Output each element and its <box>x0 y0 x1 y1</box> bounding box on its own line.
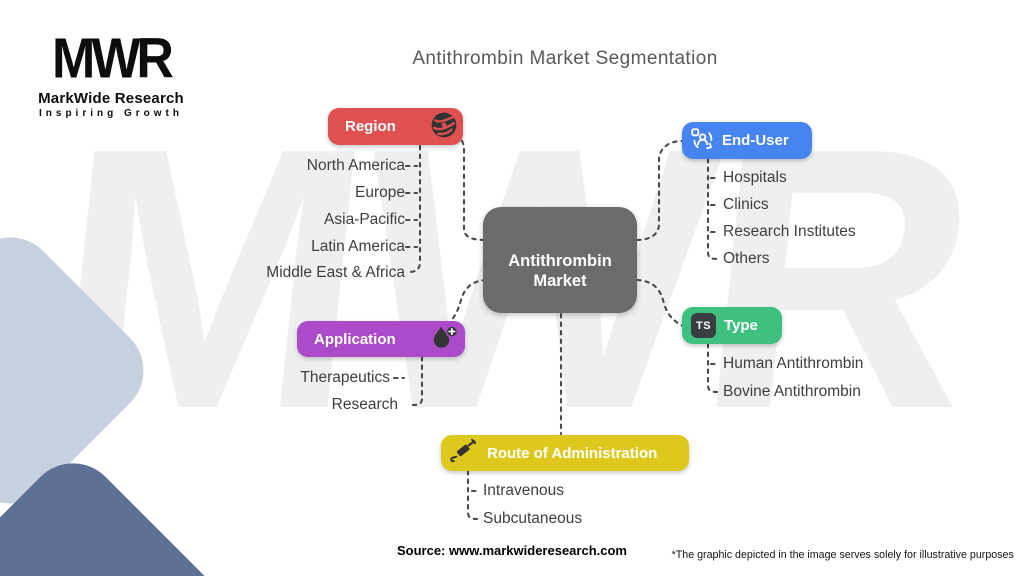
disclaimer-text: *The graphic depicted in the image serve… <box>671 549 1014 561</box>
source-text: Source: www.markwideresearch.com <box>396 543 627 558</box>
type-item: Human Antithrombin <box>723 355 864 372</box>
region-item: Latin America <box>311 238 405 255</box>
end-user-item: Others <box>723 250 770 267</box>
branch-label-application: Application <box>314 330 396 348</box>
branch-node-type: TS Type <box>682 307 782 344</box>
region-item: Middle East & Africa <box>266 264 405 281</box>
droplet-plus-icon <box>429 323 460 356</box>
region-item: Europe <box>355 184 405 201</box>
markwide-logo: MWR MarkWide Research Inspiring Growth <box>33 27 189 119</box>
route-item: Intravenous <box>483 482 564 499</box>
end-user-item: Hospitals <box>723 169 787 186</box>
syringe-icon <box>449 437 479 469</box>
branch-label-type: Type <box>724 317 758 334</box>
branch-node-region: Region <box>328 108 463 145</box>
page-title: Antithrombin Market Segmentation <box>412 48 718 69</box>
branch-node-route-of-administration: Route of Administration <box>441 435 689 471</box>
logo-name: MarkWide Research <box>38 90 184 107</box>
central-node-line1: Antithrombin <box>508 252 612 270</box>
end-user-item: Clinics <box>723 196 769 213</box>
branch-label-region: Region <box>345 118 396 135</box>
logo-mark: MWR <box>52 27 174 91</box>
type-item: Bovine Antithrombin <box>723 383 861 400</box>
ts-badge-icon: TS <box>691 313 716 338</box>
user-sync-icon <box>689 126 715 156</box>
central-node-line2: Market <box>533 272 587 290</box>
globe-icon <box>430 111 458 143</box>
region-item: Asia-Pacific <box>324 211 405 228</box>
region-item: North America <box>306 157 405 174</box>
logo-tagline: Inspiring Growth <box>39 108 183 119</box>
application-item: Research <box>331 396 398 413</box>
central-node-antithrombin-market: Antithrombin Market <box>483 207 637 313</box>
branch-node-end-user: End-User <box>682 122 812 159</box>
branch-label-end-user: End-User <box>722 132 789 149</box>
end-user-item: Research Institutes <box>723 223 856 240</box>
branch-label-route-of-administration: Route of Administration <box>487 444 658 462</box>
branch-node-application: Application <box>297 321 465 357</box>
application-item: Therapeutics <box>300 369 390 386</box>
route-item: Subcutaneous <box>483 510 583 527</box>
